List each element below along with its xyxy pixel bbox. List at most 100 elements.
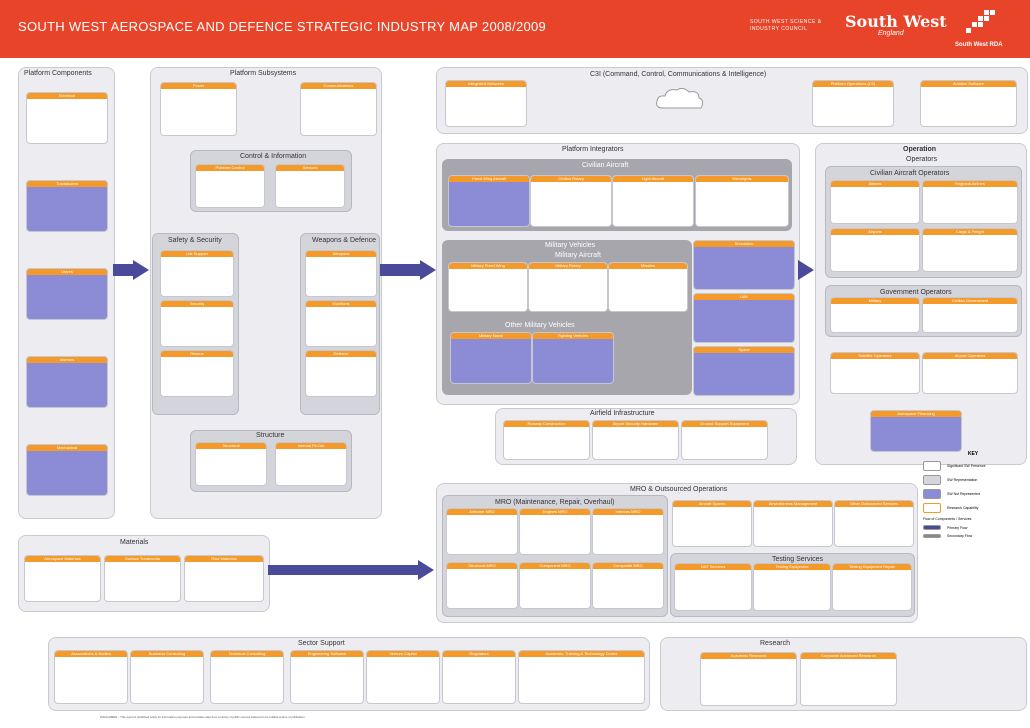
key-row-representation: SW Representation [923, 475, 1023, 485]
raw-materials-box[interactable]: Raw Materials [184, 555, 264, 602]
platform-control-box[interactable]: Platform Control [195, 164, 265, 208]
satellite-ops-box[interactable]: Satellite Operators [830, 352, 920, 394]
engines-mro-box[interactable]: Engines MRO [519, 508, 591, 555]
airport-ops-box[interactable]: Airport Operators [922, 352, 1018, 394]
c3i-title: C3I (Command, Control, Communications & … [590, 71, 767, 78]
ndt-box[interactable]: NDT Services [674, 563, 752, 611]
raw-materials-label: Raw Materials [185, 556, 263, 562]
technical-consulting-label: Technical Consulting [211, 651, 283, 657]
airworthiness-box[interactable]: Airworthiness Management [753, 500, 833, 547]
interiors-mro-box[interactable]: Interiors MRO [592, 508, 664, 555]
venture-capital-box[interactable]: Venture Capital [366, 650, 440, 704]
civilian-gov-box[interactable]: Civilian Government [922, 297, 1018, 333]
space-box[interactable]: Space [693, 346, 795, 396]
ground-support-box[interactable]: Ground Support Equipment [681, 420, 768, 460]
other-outsourced-box[interactable]: Other Outsourced Services [834, 500, 914, 547]
composites-mro-label: Composite MRO [593, 563, 663, 569]
valves-box[interactable]: Valves [26, 268, 108, 320]
military-op-box[interactable]: Military [830, 297, 920, 333]
life-support-box[interactable]: Life Support [160, 250, 234, 297]
test-equip-repair-box[interactable]: Testing Equipment Repair [832, 563, 912, 611]
testing-title: Testing Services [772, 556, 823, 563]
light-aircraft-label: Light Aircraft [613, 176, 693, 182]
structural-box[interactable]: Structural [195, 442, 267, 486]
light-aircraft-box[interactable]: Light Aircraft [612, 175, 694, 227]
regional-airlines-box[interactable]: Regional Airlines [922, 180, 1018, 224]
interiors-box[interactable]: Interiors [26, 356, 108, 408]
airports-box[interactable]: Airports [830, 228, 920, 272]
microlights-box[interactable]: Microlights [695, 175, 789, 227]
corporate-research-label: Corporate Advanced Research [801, 653, 896, 659]
transducers-label: Transducers [27, 181, 107, 187]
integrated-networks-box[interactable]: Integrated Networks [445, 80, 527, 127]
platform-components-title: Platform Components [24, 70, 92, 77]
aircraft-spares-box[interactable]: Aircraft Spares [672, 500, 752, 547]
platform-ops-box[interactable]: Platform Operations (C2) [812, 80, 894, 127]
security-box[interactable]: Security [160, 300, 234, 347]
defence-box[interactable]: Defence [305, 350, 377, 397]
fixed-wing-box[interactable]: Fixed Wing Aircraft [448, 175, 530, 227]
aircraft-spares-label: Aircraft Spares [673, 501, 751, 507]
uav-box[interactable]: UAV [693, 293, 795, 343]
structural-mro-label: Structural MRO [447, 563, 517, 569]
aerospace-materials-box[interactable]: Aerospace Materials [24, 555, 101, 602]
composites-mro-box[interactable]: Composite MRO [592, 562, 664, 609]
rda-name: South West RDA [955, 42, 1003, 48]
power-box[interactable]: Power [160, 82, 237, 136]
business-consulting-label: Business Consulting [131, 651, 203, 657]
rescue-box[interactable]: Rescue [160, 350, 234, 397]
regional-airlines-label: Regional Airlines [923, 181, 1017, 187]
mechanical-box[interactable]: Mechanical [26, 444, 108, 496]
mil-fixed-wing-box[interactable]: Military Fixed Wing [448, 262, 528, 312]
runway-box[interactable]: Runway Construction [503, 420, 590, 460]
aerospace-financing-box[interactable]: Aerospace Financing [870, 410, 962, 452]
key-row-secondary: Secondary Flow [923, 534, 1023, 538]
space-label: Space [694, 347, 794, 353]
weapons-box[interactable]: Weapons [305, 250, 377, 297]
regulators-box[interactable]: Regulators [442, 650, 516, 704]
internal-fitout-label: Internal Fit-Out [276, 443, 346, 449]
military-naval-box[interactable]: Military Naval [450, 332, 532, 384]
structural-mro-box[interactable]: Structural MRO [446, 562, 518, 609]
surface-treatments-box[interactable]: Surface Treatments [104, 555, 181, 602]
academic-research-box[interactable]: Academic Research [700, 652, 797, 706]
academic-training-box[interactable]: Academic, Training & Technology Centre [518, 650, 645, 704]
airport-security-label: Airport Security Hardware [593, 421, 678, 427]
military-vehicles-title: Military Vehicles [545, 242, 596, 249]
electrical-box[interactable]: Electrical [26, 92, 108, 144]
testing-equipment-box[interactable]: Testing Equipment [753, 563, 831, 611]
aviation-software-box[interactable]: Aviation Software [920, 80, 1017, 127]
business-consulting-box[interactable]: Business Consulting [130, 650, 204, 704]
simulation-box[interactable]: Simulation [693, 240, 795, 290]
communications-label: Communications [301, 83, 376, 89]
research-title: Research [760, 640, 790, 647]
engineering-software-box[interactable]: Engineering Software [290, 650, 364, 704]
aviation-software-label: Aviation Software [921, 81, 1016, 87]
airport-security-box[interactable]: Airport Security Hardware [592, 420, 679, 460]
integrated-networks-label: Integrated Networks [446, 81, 526, 87]
missiles-box[interactable]: Missiles [608, 262, 688, 312]
simulation-label: Simulation [694, 241, 794, 247]
munitions-box[interactable]: Munitions [305, 300, 377, 347]
aerospace-financing-label: Aerospace Financing [871, 411, 961, 417]
mil-rotary-box[interactable]: Military Rotary [528, 262, 608, 312]
platform-integrators-title: Platform Integrators [562, 146, 624, 153]
airframe-mro-box[interactable]: Airframe MRO [446, 508, 518, 555]
key-swatch-research [923, 503, 941, 513]
cargo-box[interactable]: Cargo & Freight [922, 228, 1018, 272]
transducers-box[interactable]: Transducers [26, 180, 108, 232]
airworthiness-label: Airworthiness Management [754, 501, 832, 507]
associations-box[interactable]: Associations & Bodies [54, 650, 128, 704]
civilian-rotary-box[interactable]: Civilian Rotary [530, 175, 612, 227]
technical-consulting-box[interactable]: Technical Consulting [210, 650, 284, 704]
corporate-research-box[interactable]: Corporate Advanced Research [800, 652, 897, 706]
sensors-box[interactable]: Sensors [275, 164, 345, 208]
internal-fitout-box[interactable]: Internal Fit-Out [275, 442, 347, 486]
fighting-vehicles-label: Fighting Vehicles [533, 333, 613, 339]
electrical-label: Electrical [27, 93, 107, 99]
component-mro-box[interactable]: Component MRO [519, 562, 591, 609]
airlines-box[interactable]: Airlines [830, 180, 920, 224]
fighting-vehicles-box[interactable]: Fighting Vehicles [532, 332, 614, 384]
communications-box[interactable]: Communications [300, 82, 377, 136]
ground-support-label: Ground Support Equipment [682, 421, 767, 427]
